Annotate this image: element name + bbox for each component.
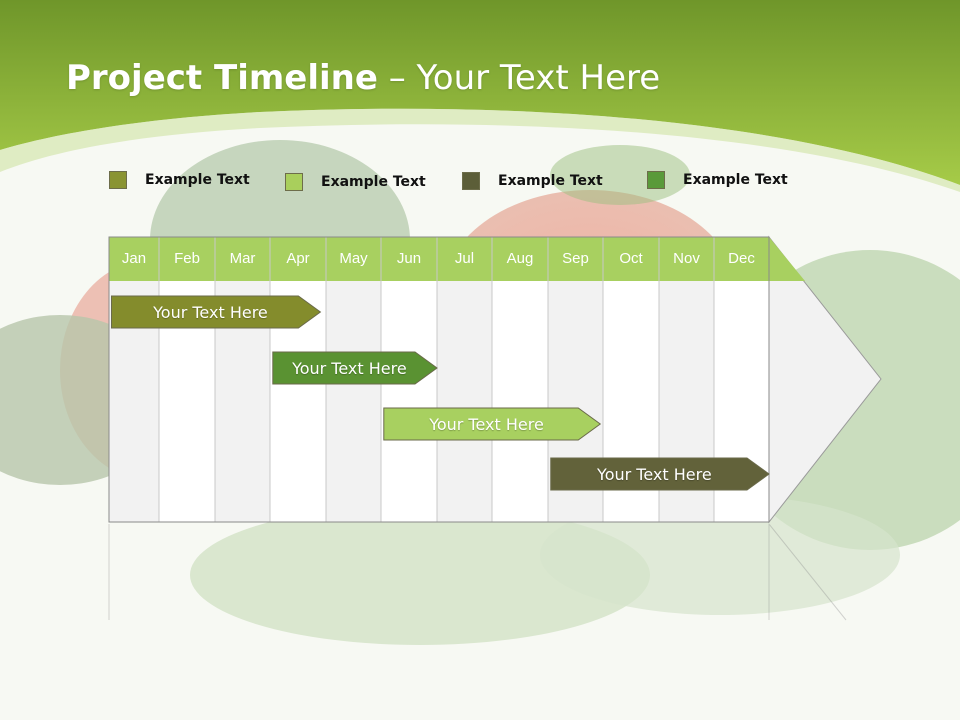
task-label: Your Text Here <box>292 359 407 378</box>
legend-label-4: Example Text <box>683 172 788 188</box>
legend-swatch-3 <box>462 172 480 190</box>
timeline-reflection <box>108 523 847 621</box>
month-label: Feb <box>174 250 200 267</box>
task-bar <box>272 351 438 385</box>
month-label: Apr <box>286 250 310 267</box>
legend-swatch-1 <box>109 171 127 189</box>
timeline-outline <box>108 236 770 523</box>
task-label: Your Text Here <box>597 465 712 484</box>
legend-swatch-2 <box>285 173 303 191</box>
month-label: Jan <box>121 250 147 267</box>
month-column <box>492 281 548 522</box>
month-label: Oct <box>619 250 643 267</box>
month-label: Sep <box>562 250 589 267</box>
legend-swatch-4 <box>647 171 665 189</box>
legend-label-3: Example Text <box>498 173 603 189</box>
title-bold: Project Timeline <box>66 58 378 98</box>
legend-item-1: Example Text <box>109 171 250 189</box>
reflection-line <box>768 523 847 621</box>
month-label: Aug <box>506 250 534 267</box>
arrow-head-header <box>769 237 805 281</box>
month-label: May <box>339 250 368 267</box>
title-rest: – Your Text Here <box>377 58 661 98</box>
month-label: Mar <box>229 250 256 267</box>
legend-item-3: Example Text <box>462 172 603 190</box>
month-label: Jun <box>396 250 422 267</box>
task-label: Your Text Here <box>429 415 544 434</box>
legend-label-2: Example Text <box>321 174 426 190</box>
legend-item-2: Example Text <box>285 173 426 191</box>
legend-item-4: Example Text <box>647 171 788 189</box>
month-column <box>326 281 381 522</box>
task-bar <box>111 295 322 329</box>
task-bar <box>383 407 602 441</box>
task-bar <box>550 457 770 491</box>
month-label: Dec <box>728 250 755 267</box>
task-label: Your Text Here <box>153 303 268 322</box>
month-label: Nov <box>673 250 700 267</box>
page-title: Project Timeline – Your Text Here <box>66 58 660 98</box>
month-column <box>381 281 437 522</box>
month-label: Jul <box>454 250 475 267</box>
month-column <box>437 281 492 522</box>
legend-label-1: Example Text <box>145 172 250 188</box>
